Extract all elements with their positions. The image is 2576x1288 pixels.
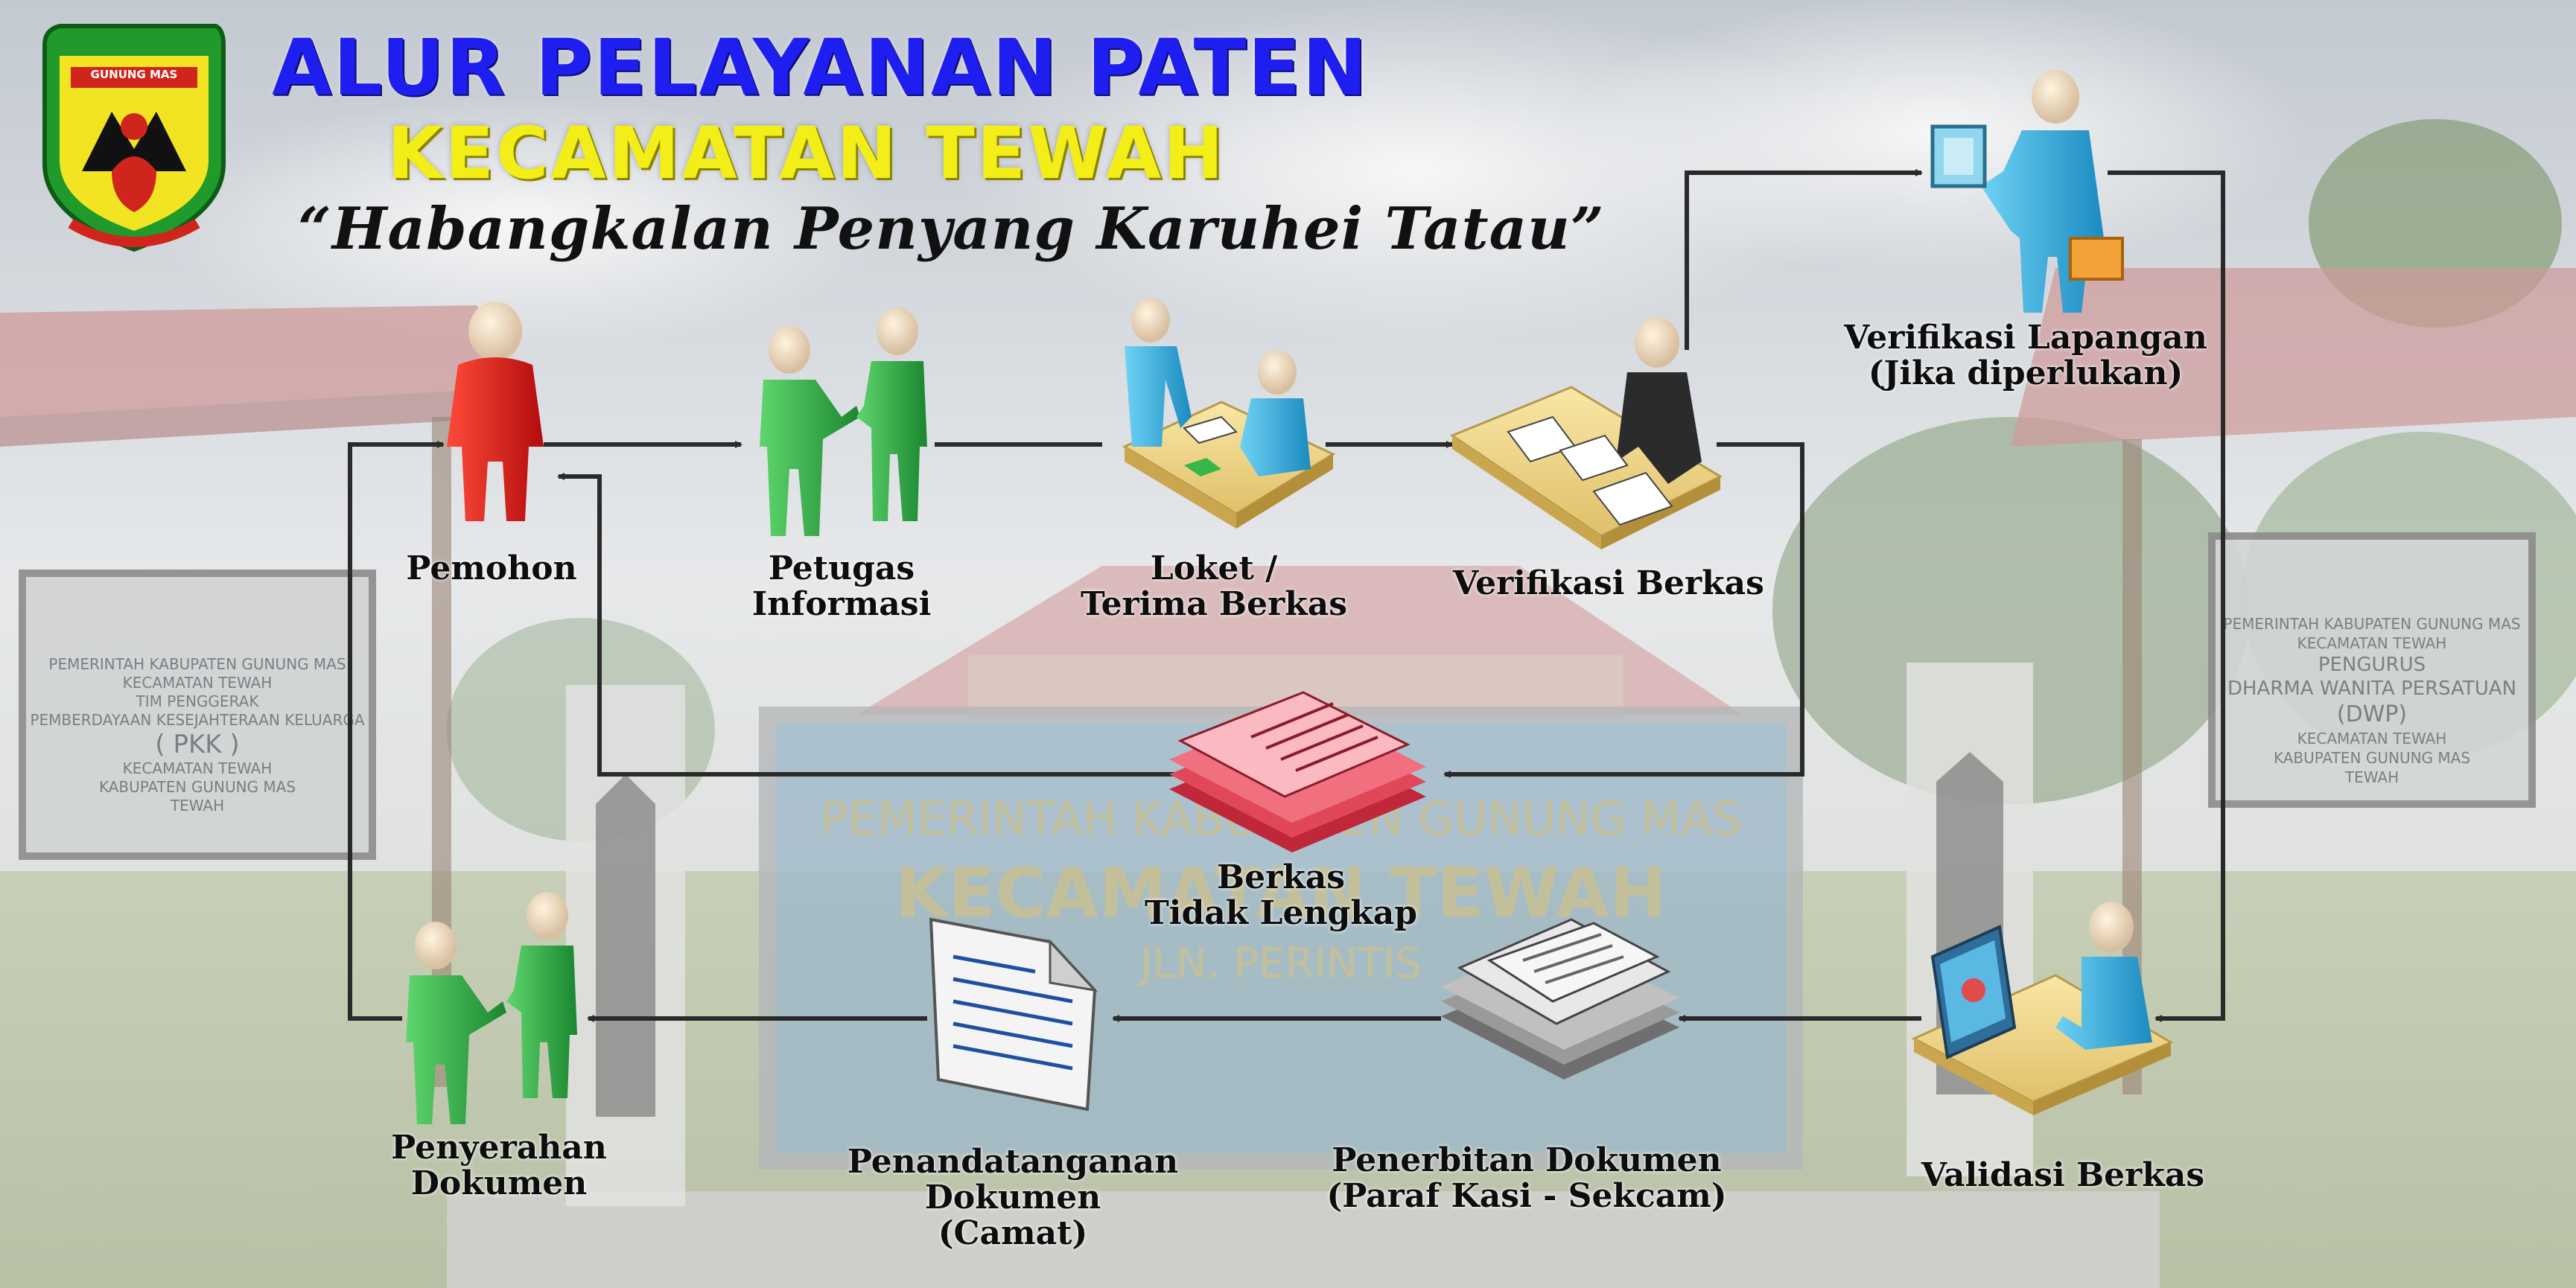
- label-petugas-informasi: Petugas Informasi: [751, 549, 932, 623]
- label-penerbitan-dokumen: Penerbitan Dokumen (Paraf Kasi - Sekcam): [1326, 1141, 1727, 1215]
- berkas-tidak-lengkap-stack-icon: [1169, 691, 1426, 852]
- label-verifikasi-berkas: Verifikasi Berkas: [1453, 564, 1764, 602]
- arrow-verifikasi-tidak-lengkap: [1443, 442, 1804, 778]
- label-verifikasi-lapangan: Verifikasi Lapangan (Jika diperlukan): [1844, 319, 2207, 392]
- page-title: ALUR PELAYANAN PATEN: [272, 22, 1369, 113]
- verifikasi-berkas-icon: [1449, 317, 1723, 549]
- arrow-penyerahan-pemohon: [348, 441, 445, 1021]
- label-penyerahan-dokumen: Penyerahan Dokumen: [391, 1129, 607, 1202]
- page-subtitle: KECAMATAN TEWAH: [387, 112, 1226, 195]
- right-sign-text: PEMERINTAH KABUPATEN GUNUNG MAS KECAMATA…: [2223, 615, 2521, 786]
- label-loket-terima-berkas: Loket / Terima Berkas: [1080, 549, 1348, 623]
- penyerahan-handshake-icon: [406, 892, 577, 1124]
- arrow-tidak-lengkap-pemohon: [557, 473, 1177, 777]
- validasi-berkas-icon: [1911, 902, 2174, 1115]
- petugas-handshake-icon: [760, 307, 927, 536]
- loket-desk-icon: [1122, 298, 1336, 529]
- arrow-lapangan-validasi: [2108, 170, 2225, 1022]
- penandatanganan-document-icon: [929, 917, 1098, 1112]
- label-berkas-tidak-lengkap: Berkas Tidak Lengkap: [1145, 858, 1417, 932]
- pemohon-person-icon: [447, 302, 544, 521]
- logo-text: GUNUNG MAS: [90, 68, 178, 81]
- penerbitan-paper-stack-icon: [1441, 918, 1679, 1080]
- left-sign-text: PEMERINTAH KABUPATEN GUNUNG MAS KECAMATA…: [30, 655, 365, 814]
- verifikasi-lapangan-icon: [1930, 70, 2124, 313]
- label-validasi-berkas: Validasi Berkas: [1921, 1156, 2205, 1194]
- label-pemohon: Pemohon: [406, 549, 577, 587]
- motto: “Habangkalan Penyang Karuhei Tatau”: [298, 195, 1605, 263]
- arrow-verifikasi-lapangan: [1685, 169, 1923, 350]
- label-penandatanganan-dokumen: Penandatanganan Dokumen (Camat): [847, 1143, 1179, 1252]
